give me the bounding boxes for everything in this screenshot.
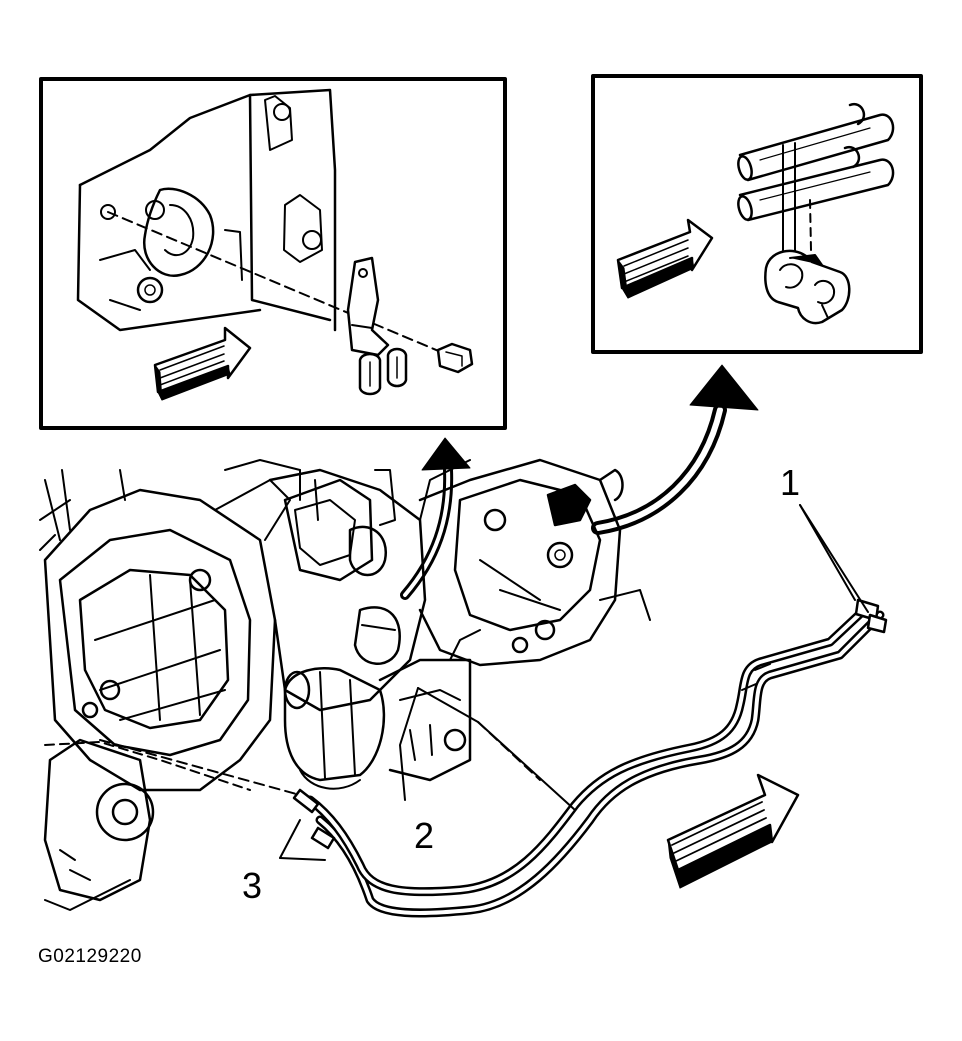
figure-code: G02129220 — [38, 946, 142, 967]
view-arrow-left-inset — [153, 326, 252, 401]
view-arrow-main — [666, 773, 800, 889]
pointer-arrow-to-left-inset — [400, 437, 471, 600]
engine-assembly — [39, 458, 651, 911]
callout-2: 2 — [414, 815, 435, 856]
inset-left-bracket-detail — [39, 77, 507, 430]
inset-right-clip-detail — [591, 74, 923, 354]
callout-1: 1 — [780, 462, 801, 503]
callout-3: 3 — [242, 865, 263, 906]
alignment-line-pipes — [99, 739, 301, 796]
leader-lines — [279, 504, 869, 861]
cooler-pipe-assembly — [292, 598, 888, 918]
view-arrow-right-inset — [616, 218, 714, 299]
pointer-arrow-to-right-inset — [591, 364, 759, 535]
